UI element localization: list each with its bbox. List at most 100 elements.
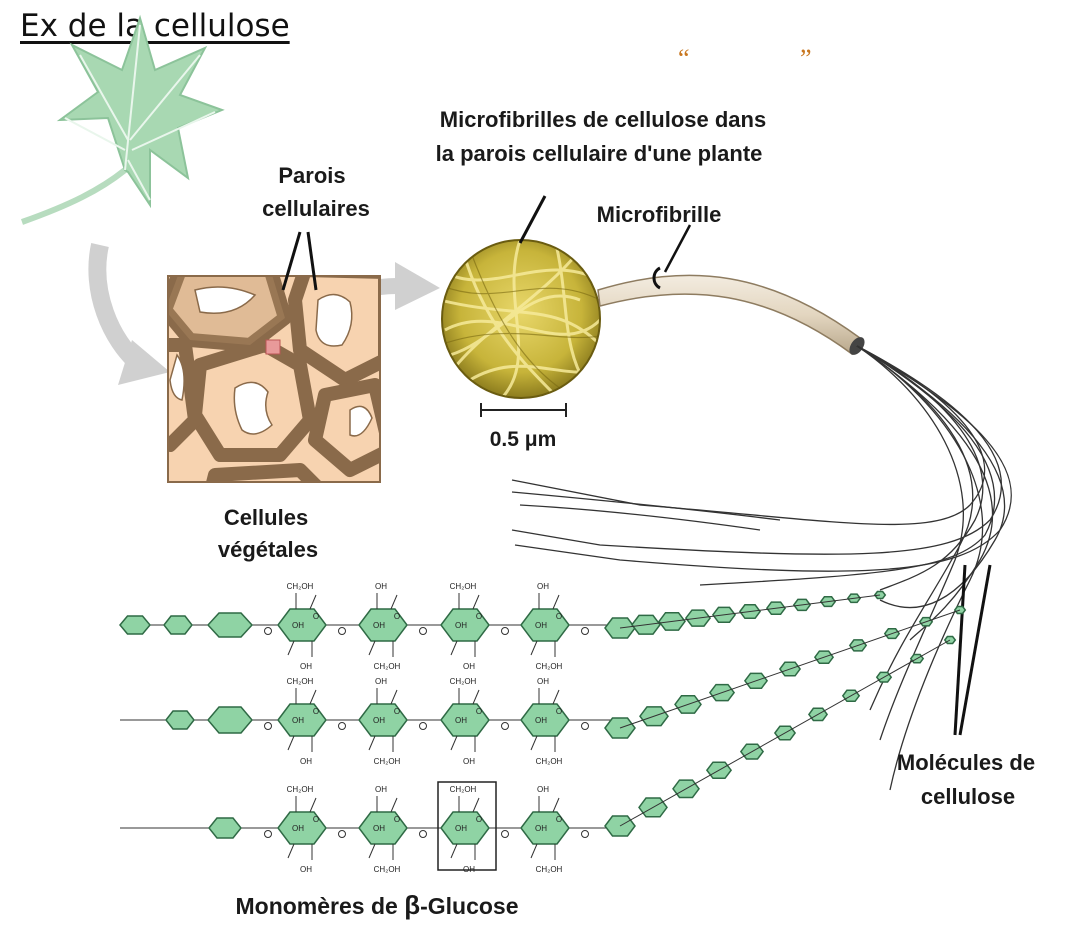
ring-o-label: O — [394, 815, 400, 824]
substituent-bond — [287, 735, 295, 751]
substituent-bond — [309, 689, 317, 705]
ring-o-label: O — [313, 707, 319, 716]
ring-oh-label: OH — [535, 824, 547, 833]
glucose-monomer-ring — [440, 703, 490, 737]
arrow-leaf-to-cells — [88, 243, 170, 385]
glucose-monomer-ring — [520, 811, 570, 845]
oh-label: OH — [300, 757, 312, 766]
ring-oh-label: OH — [292, 621, 304, 630]
chain-backbone — [619, 609, 961, 729]
molecules-leader-lines — [953, 564, 992, 736]
oh-label: OH — [300, 865, 312, 874]
ch2oh-label: CH₂OH — [450, 785, 477, 794]
glycosidic-oxygen — [264, 627, 272, 635]
ch2oh-label: CH₂OH — [374, 865, 401, 874]
ring-o-label: O — [394, 612, 400, 621]
substituent-bond — [530, 640, 538, 656]
glucose-ring — [119, 615, 151, 635]
ring-o-label: O — [556, 612, 562, 621]
ch2oh-label: CH₂OH — [287, 785, 314, 794]
glucose-ring — [163, 615, 193, 635]
parois-leader-lines — [281, 231, 318, 291]
ch2oh-label: CH₂OH — [374, 757, 401, 766]
glucose-ring — [208, 817, 242, 839]
glycosidic-oxygen — [338, 722, 346, 730]
microfibrilles-label-line2: la parois cellulaire d'une plante — [436, 141, 763, 166]
oh-label: OH — [537, 582, 549, 591]
ch2oh-label: CH₂OH — [374, 662, 401, 671]
ch2oh-label: CH₂OH — [450, 582, 477, 591]
glycosidic-oxygen — [581, 627, 589, 635]
glucose-monomer-ring — [358, 703, 408, 737]
ring-o-label: O — [476, 612, 482, 621]
oh-label: OH — [463, 662, 475, 671]
ch2oh-label: CH₂OH — [536, 757, 563, 766]
glucose-ring — [165, 710, 195, 730]
ring-oh-label: OH — [455, 621, 467, 630]
substituent-bond — [450, 640, 458, 656]
ring-o-label: O — [476, 815, 482, 824]
quote-marks: “ ” — [678, 44, 864, 73]
glycosidic-oxygen — [338, 627, 346, 635]
glucose-monomer-ring — [358, 608, 408, 642]
glycosidic-oxygen — [501, 830, 509, 838]
ch2oh-label: CH₂OH — [450, 677, 477, 686]
substituent-bond — [390, 594, 398, 610]
oh-label: OH — [375, 785, 387, 794]
ring-oh-label: OH — [455, 824, 467, 833]
oh-label: OH — [375, 582, 387, 591]
glycosidic-oxygen — [419, 722, 427, 730]
ch2oh-label: CH₂OH — [287, 677, 314, 686]
oh-label: OH — [300, 662, 312, 671]
glycosidic-oxygen — [419, 830, 427, 838]
leaf-icon — [20, 14, 225, 225]
ring-o-label: O — [313, 612, 319, 621]
monomeres-prefix: Monomères de — [235, 893, 404, 919]
glucose-ring — [207, 706, 253, 734]
glucose-monomer-ring — [358, 811, 408, 845]
glycosidic-oxygen — [501, 722, 509, 730]
glucose-ring — [873, 590, 887, 600]
parois-label-line1: Parois — [278, 163, 345, 188]
substituent-bond — [552, 797, 560, 813]
glucose-monomer-ring — [440, 811, 490, 845]
oh-label: OH — [463, 757, 475, 766]
glucose-monomer-ring — [277, 608, 327, 642]
glucose-monomer-ring — [520, 608, 570, 642]
cellules-label-line2: végétales — [218, 537, 318, 562]
substituent-bond — [552, 594, 560, 610]
ring-oh-label: OH — [292, 824, 304, 833]
ch2oh-label: CH₂OH — [287, 582, 314, 591]
ch2oh-label: CH₂OH — [536, 662, 563, 671]
substituent-bond — [390, 797, 398, 813]
ring-oh-label: OH — [373, 824, 385, 833]
substituent-bond — [390, 689, 398, 705]
substituent-bond — [530, 735, 538, 751]
page-title: Ex de la cellulose — [20, 8, 290, 44]
ring-oh-label: OH — [373, 621, 385, 630]
monomeres-beta: β — [404, 890, 420, 920]
substituent-bond — [309, 594, 317, 610]
ring-o-label: O — [394, 707, 400, 716]
glucose-ring — [206, 612, 254, 638]
cellulose-strands — [511, 345, 1012, 791]
glucose-monomer-highlight-box — [437, 781, 497, 871]
glucose-monomer-ring — [277, 811, 327, 845]
microfibril-tube — [597, 224, 865, 356]
scale-label: 0.5 μm — [490, 428, 557, 451]
microfibrilles-label-line1: Microfibrilles de cellulose dans — [440, 107, 766, 132]
ring-o-label: O — [556, 815, 562, 824]
chain-backbone — [619, 639, 951, 827]
substituent-bond — [368, 735, 376, 751]
plant-cells-illustration — [168, 276, 380, 482]
microfibril-micrograph — [441, 239, 601, 399]
ring-oh-label: OH — [535, 716, 547, 725]
substituent-bond — [368, 640, 376, 656]
glucose-monomer-ring — [440, 608, 490, 642]
substituent-bond — [287, 843, 295, 859]
substituent-bond — [530, 843, 538, 859]
substituent-bond — [472, 594, 480, 610]
substituent-bond — [450, 735, 458, 751]
ring-o-label: O — [313, 815, 319, 824]
glucose-ring — [953, 605, 967, 615]
